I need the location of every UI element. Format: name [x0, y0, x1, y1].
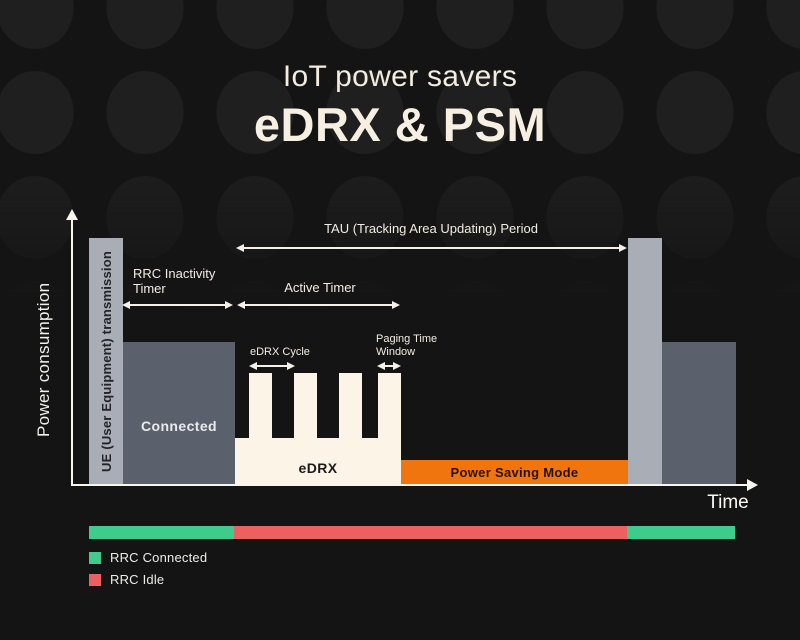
rrc-timeline [89, 526, 735, 539]
rrc-inactivity-timer-arrow [122, 301, 233, 309]
edrx-paging-tooth [294, 373, 317, 439]
legend-item: RRC Idle [89, 572, 207, 587]
edrx-cycle-arrow [249, 362, 295, 370]
title-block: IoT power savers eDRX & PSM [0, 60, 800, 151]
edrx-cycle-label: eDRX Cycle [250, 346, 310, 358]
ue-transmission-bar-left: UE (User Equipment) transmission [89, 238, 123, 484]
edrx-label: eDRX [298, 460, 338, 476]
x-axis-label: Time [707, 492, 749, 513]
connected-label: Connected [141, 418, 217, 434]
x-axis-arrowhead-icon [747, 479, 758, 491]
edrx-base [235, 438, 401, 484]
active-timer-arrow [237, 301, 400, 309]
title-kicker: IoT power savers [282, 60, 518, 93]
y-axis-label: Power consumption [34, 282, 53, 438]
ue-transmission-bar-right [628, 238, 662, 484]
page-title: eDRX & PSM [253, 98, 547, 151]
paging-time-window-arrow [377, 362, 401, 370]
timeline-segment [89, 526, 234, 539]
paging-time-window-label: Paging Time Window [376, 333, 438, 359]
power-saving-mode-label: Power Saving Mode [450, 464, 579, 480]
timeline-segment [234, 526, 627, 539]
active-timer-label: Active Timer [284, 280, 356, 295]
timeline-segment [627, 526, 735, 539]
edrx-paging-tooth [378, 373, 401, 439]
ue-transmission-label: UE (User Equipment) transmission [98, 250, 114, 472]
rrc-inactivity-timer-label: RRC Inactivity Timer [133, 266, 216, 297]
connected-block-right [662, 342, 736, 484]
legend-label: RRC Idle [110, 572, 165, 587]
y-axis-arrowhead-icon [66, 209, 78, 220]
legend-label: RRC Connected [110, 550, 208, 565]
legend-item: RRC Connected [89, 550, 207, 565]
x-axis-line [71, 484, 748, 486]
edrx-paging-tooth [249, 373, 272, 439]
legend-swatch-icon [89, 551, 101, 564]
tau-period-arrow [236, 244, 627, 252]
edrx-comb: eDRX [235, 373, 401, 484]
y-axis-line [71, 219, 73, 486]
edrx-paging-tooth [339, 373, 362, 439]
connected-block: Connected [123, 342, 235, 484]
power-saving-mode-bar: Power Saving Mode [401, 460, 628, 484]
legend-swatch-icon [89, 573, 101, 586]
tau-period-label: TAU (Tracking Area Updating) Period [324, 221, 538, 236]
dot-pattern-background [0, 0, 800, 310]
